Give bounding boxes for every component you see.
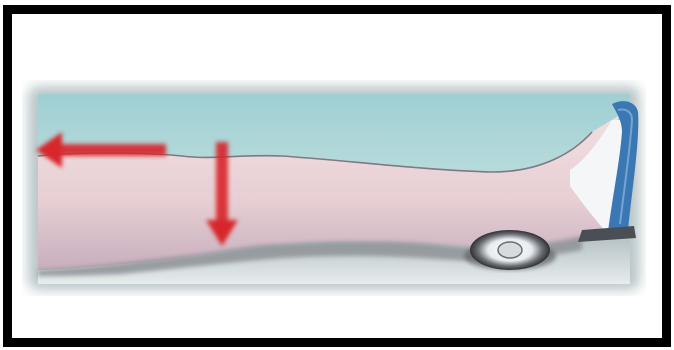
illustration-canvas: [22, 80, 646, 296]
leg-illustration: [22, 80, 646, 296]
image-frame: [3, 5, 671, 347]
wheel-hub: [498, 242, 522, 258]
